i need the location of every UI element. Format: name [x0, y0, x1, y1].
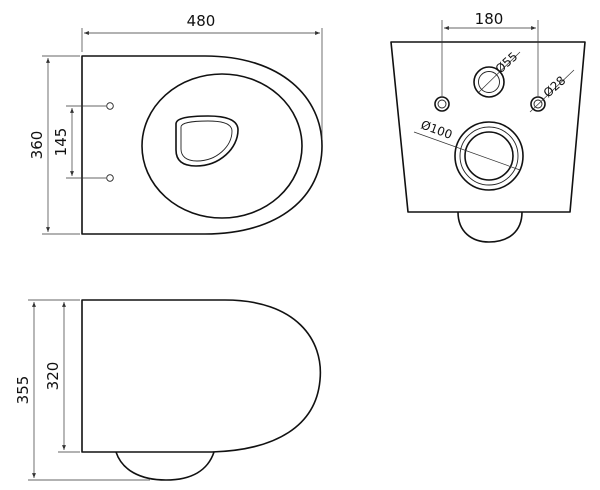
front-view-inlet-inner	[478, 71, 500, 93]
top-view-mounting-hole-upper	[106, 102, 114, 110]
top-view-bowl-outline	[81, 55, 323, 235]
top-view-mounting-hole-lower	[106, 174, 114, 182]
dimension-label-body-height: 320	[44, 362, 62, 391]
top-view-seat-opening	[141, 73, 303, 219]
top-view: 480 360 145	[28, 12, 323, 235]
dimension-label-inlet: Ø55	[493, 49, 521, 76]
dimension-label-width: 480	[187, 12, 216, 30]
front-view-outlet-mid	[459, 126, 519, 186]
dimension-label-outlet: Ø100	[419, 118, 454, 142]
dimension-label-front-hole-spacing: 180	[475, 10, 504, 28]
front-view-outlet-outer	[454, 121, 524, 191]
top-view-rim-inner	[180, 120, 233, 162]
front-view: 180 Ø55 Ø28 Ø100	[390, 10, 586, 243]
front-view-outlet-inner	[464, 131, 514, 181]
leader-inlet	[478, 51, 521, 93]
front-view-bolt-hole-right	[530, 96, 546, 112]
front-view-body-outline	[390, 41, 586, 213]
front-view-bolt-hole-left-inner	[437, 99, 447, 109]
front-view-base-bulge	[457, 211, 523, 243]
leader-outlet	[413, 131, 521, 171]
top-view-rim-shape	[175, 115, 239, 167]
dimension-label-total-height: 355	[14, 376, 32, 405]
front-view-bolt-hole-right-inner	[533, 99, 543, 109]
dimension-label-hole-spacing: 145	[52, 128, 70, 157]
side-view-base-foot	[115, 451, 215, 481]
front-view-bolt-hole-left	[434, 96, 450, 112]
leader-bolt	[529, 69, 575, 113]
side-view-body-outline	[81, 299, 322, 453]
side-view: 355 320	[14, 299, 322, 481]
dimension-label-depth: 360	[28, 131, 46, 160]
front-view-inlet-outer	[473, 66, 505, 98]
dimension-label-bolt: Ø28	[541, 73, 569, 100]
